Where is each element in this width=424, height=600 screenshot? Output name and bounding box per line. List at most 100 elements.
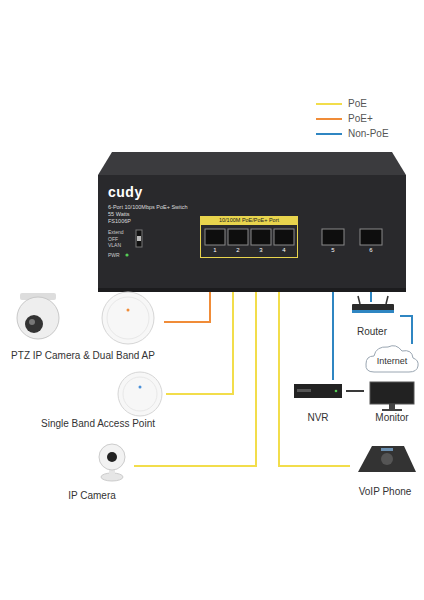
device-label: PTZ IP Camera & Dual Band AP <box>11 350 155 362</box>
voip-phone-icon <box>358 446 416 472</box>
monitor-foot <box>382 409 402 411</box>
poe-switch: cudy 6-Port 10/100Mbps PoE+ Switch55 Watt… <box>98 175 406 292</box>
device-node: Monitor <box>364 380 420 424</box>
nvr-led <box>335 390 338 393</box>
device-node: PTZ IP Camera & Dual Band AP <box>2 288 164 362</box>
ethernet-port <box>322 229 344 245</box>
router-body <box>352 304 394 313</box>
device-node: Single Band Access Point <box>30 368 166 430</box>
phone-speaker <box>381 453 393 465</box>
cable-line <box>370 292 372 302</box>
port-number: 1 <box>213 247 216 254</box>
legend-text: Non-PoE <box>348 128 389 139</box>
access-point-ring <box>123 377 157 411</box>
poe-port-frame <box>201 217 298 258</box>
power-label: PWR <box>108 252 120 258</box>
device-label: IP Camera <box>68 490 116 502</box>
cloud-label: Internet <box>377 352 408 367</box>
router-stripe <box>352 310 394 313</box>
legend-row: PoE+ <box>316 111 389 126</box>
access-point <box>118 372 162 416</box>
camera-dome <box>17 297 59 339</box>
cable-line <box>166 292 233 394</box>
switch-base <box>98 288 406 292</box>
monitor-screen <box>370 382 414 404</box>
nvr-panel <box>297 389 311 392</box>
switch-mode-label: OFF <box>108 236 118 242</box>
switch-top <box>98 152 406 175</box>
camera-head <box>99 444 125 470</box>
power-rating: 55 Watts <box>108 211 130 218</box>
cloud-outline <box>366 346 418 372</box>
monitor-stand <box>389 404 395 409</box>
ethernet-port <box>251 229 271 245</box>
device-node: Router <box>344 302 400 338</box>
device-label: Monitor <box>375 412 408 424</box>
model-description: 6-Port 10/100Mbps PoE+ Switch <box>108 204 188 211</box>
switch-mode-label: VLAN <box>108 242 121 248</box>
nvr-body <box>294 384 342 398</box>
cable-line <box>346 390 364 392</box>
ip-camera-icon <box>99 444 125 481</box>
port-number: 4 <box>282 247 285 254</box>
legend: PoE PoE+ Non-PoE <box>316 96 389 141</box>
device-label: Single Band Access Point <box>41 418 155 430</box>
device-label: NVR <box>307 412 328 424</box>
toggle-knob <box>137 236 141 241</box>
camera-lens <box>25 315 43 333</box>
ethernet-port <box>205 229 225 245</box>
port-number: 2 <box>236 247 239 254</box>
poe-port-band <box>200 216 298 225</box>
device-label: VoIP Phone <box>359 486 412 498</box>
switch-body <box>98 152 406 292</box>
legend-text: PoE+ <box>348 113 373 124</box>
router-antenna <box>358 296 360 304</box>
port-number: 5 <box>331 247 334 254</box>
access-point-led <box>139 386 142 389</box>
legend-swatch <box>316 103 342 105</box>
access-point-led <box>127 309 130 312</box>
nvr-icon <box>294 384 342 398</box>
cable-line <box>400 316 412 344</box>
legend-row: Non-PoE <box>316 126 389 141</box>
brand-logo: cudy <box>108 184 143 201</box>
phone-body <box>358 446 416 472</box>
device-node: VoIP Phone <box>350 436 420 498</box>
legend-text: PoE <box>348 98 367 109</box>
cable-line <box>134 292 256 466</box>
model-number: FS1006P <box>108 218 131 225</box>
switch-front <box>98 175 406 292</box>
ethernet-port <box>228 229 248 245</box>
router-antenna <box>386 296 388 304</box>
device-node: IP Camera <box>50 440 134 502</box>
dual-band-ap-icon <box>102 292 154 344</box>
cloud-node: Internet <box>364 344 420 374</box>
access-point <box>102 292 154 344</box>
power-led <box>125 253 128 256</box>
port-number: 3 <box>259 247 262 254</box>
switch-mode-label: Extend <box>108 229 124 235</box>
cable-line <box>332 292 334 380</box>
access-point-ring <box>107 297 149 339</box>
phone-display <box>381 448 393 451</box>
monitor-icon <box>370 382 414 411</box>
camera-lens <box>107 452 117 462</box>
legend-row: PoE <box>316 96 389 111</box>
device-node: NVR <box>290 380 346 424</box>
lens-glint <box>29 319 35 325</box>
ethernet-port <box>274 229 294 245</box>
port-group-label: 10/100M PoE/PoE+ Port <box>200 216 298 225</box>
mode-toggle <box>136 230 142 247</box>
cable-line <box>164 292 210 322</box>
ptz-camera-icon <box>17 293 59 339</box>
single-band-ap-icon <box>118 372 162 416</box>
cable-line <box>279 292 350 466</box>
legend-swatch <box>316 133 342 135</box>
device-label: Router <box>357 326 387 338</box>
legend-swatch <box>316 118 342 120</box>
router-icon <box>352 296 394 313</box>
ethernet-port <box>360 229 382 245</box>
